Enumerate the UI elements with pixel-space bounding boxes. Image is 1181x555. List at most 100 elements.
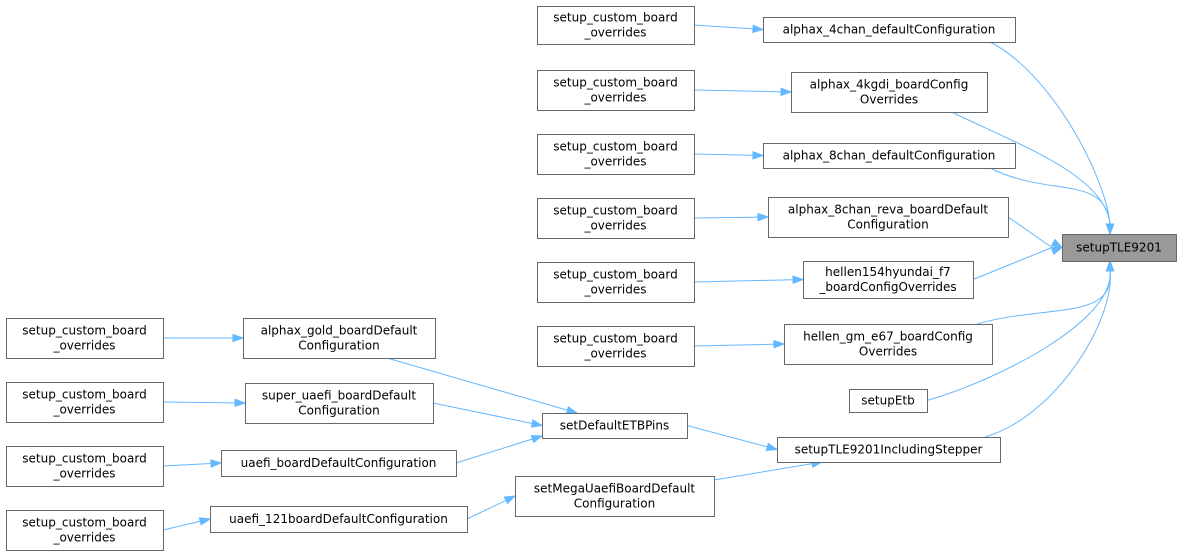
node-hellen-gm[interactable]: hellen_gm_e67_boardConfigOverrides — [784, 324, 993, 365]
node-label: setupTLE9201IncludingStepper — [795, 443, 983, 457]
edge-setDefaultETBPins-to-setupTLE9201Stepper — [686, 425, 779, 451]
edge-line — [386, 357, 578, 414]
node-label: setup_custom_board — [553, 268, 677, 282]
edge-line — [693, 216, 769, 219]
edge-setupTLE9201Stepper-to-setupTLE9201 — [984, 259, 1115, 438]
node-super-uaefi[interactable]: super_uaefi_boardDefaultConfiguration — [245, 383, 434, 424]
node-label: Configuration — [574, 497, 655, 511]
node-label: Configuration — [298, 404, 379, 418]
arrowhead — [503, 495, 517, 505]
node-hellen154[interactable]: hellen154hyundai_f7_boardConfigOverrides — [803, 261, 974, 299]
arrowhead — [565, 405, 579, 415]
edge-line — [1007, 216, 1053, 248]
arrowhead — [234, 398, 247, 408]
node-label: Configuration — [847, 218, 928, 232]
nodes-layer: setupTLE9201 alphax_4chan_defaultConfigur… — [6, 6, 1177, 551]
node-scbo-7[interactable]: setup_custom_board_overrides — [6, 318, 164, 359]
node-uaefi-board[interactable]: uaefi_boardDefaultConfiguration — [221, 450, 457, 477]
edge-line — [693, 279, 804, 283]
arrowhead — [752, 150, 765, 160]
node-box — [537, 262, 695, 303]
edge-line — [455, 435, 543, 464]
node-label: alphax_gold_boardDefault — [261, 324, 418, 338]
node-box — [537, 326, 695, 367]
node-setDefaultETBPins[interactable]: setDefaultETBPins — [542, 413, 688, 439]
node-label: setupEtb — [861, 394, 914, 408]
edge-line — [432, 402, 543, 426]
edge-line — [686, 425, 778, 450]
arrowhead — [780, 87, 793, 97]
node-label: super_uaefi_boardDefault — [262, 389, 416, 403]
node-box — [777, 437, 1001, 463]
node-alphax-gold[interactable]: alphax_gold_boardDefaultConfiguration — [243, 318, 436, 359]
edge-uaefi-121-to-setMegaUaefi — [466, 495, 517, 520]
node-uaefi-121[interactable]: uaefi_121boardDefaultConfiguration — [210, 506, 468, 533]
arrowhead — [530, 419, 544, 428]
node-scbo-6[interactable]: setup_custom_board_overrides — [537, 326, 695, 367]
edge-line — [976, 270, 1111, 325]
edge-scbo-5-to-hellen154 — [693, 275, 805, 285]
node-label: _overrides — [583, 347, 646, 361]
edge-hellen154-to-setupTLE9201 — [972, 246, 1064, 280]
node-alphax-8chan[interactable]: alphax_8chan_defaultConfiguration — [763, 143, 1016, 169]
node-alphax-4kgdi[interactable]: alphax_4kgdi_boardConfigOverrides — [791, 72, 988, 113]
arrowhead — [1050, 238, 1064, 249]
node-setupEtb[interactable]: setupEtb — [849, 389, 928, 413]
node-label: _overrides — [583, 219, 646, 233]
arrowhead — [530, 435, 544, 444]
node-scbo-5[interactable]: setup_custom_board_overrides — [537, 262, 695, 303]
node-scbo-3[interactable]: setup_custom_board_overrides — [537, 134, 695, 175]
node-alphax-4chan[interactable]: alphax_4chan_defaultConfiguration — [763, 17, 1016, 43]
node-label: Configuration — [298, 339, 379, 353]
node-label: setup_custom_board — [22, 324, 146, 338]
node-scbo-9[interactable]: setup_custom_board_overrides — [6, 446, 164, 487]
edge-alphax-8chan-to-setupTLE9201 — [989, 167, 1115, 236]
edge-scbo-2-to-alphax-4kgdi — [693, 87, 793, 97]
node-scbo-4[interactable]: setup_custom_board_overrides — [537, 198, 695, 239]
edge-line — [693, 89, 792, 93]
node-box — [537, 70, 695, 111]
edge-scbo-9-to-uaefi-board — [162, 459, 223, 468]
node-label: _overrides — [583, 91, 646, 105]
node-alphax-8chan-reva[interactable]: alphax_8chan_reva_boardDefaultConfigurat… — [768, 197, 1009, 238]
edge-line — [693, 343, 785, 347]
node-scbo-10[interactable]: setup_custom_board_overrides — [6, 510, 164, 551]
arrowhead — [765, 442, 779, 451]
node-label: _overrides — [52, 467, 115, 481]
node-box — [537, 134, 695, 175]
node-scbo-2[interactable]: setup_custom_board_overrides — [537, 70, 695, 111]
edge-scbo-4-to-alphax-8chan-reva — [693, 212, 770, 222]
edge-line — [162, 401, 246, 404]
node-label: setMegaUaefiBoardDefault — [534, 482, 696, 496]
edge-uaefi-board-to-setDefaultETBPins — [455, 435, 544, 464]
edge-scbo-8-to-super-uaefi — [162, 398, 247, 408]
node-label: hellen_gm_e67_boardConfig — [803, 330, 973, 344]
arrowhead — [210, 459, 223, 468]
node-label: uaefi_boardDefaultConfiguration — [241, 456, 437, 470]
node-label: _overrides — [583, 283, 646, 297]
node-label: alphax_8chan_defaultConfiguration — [783, 149, 996, 163]
node-box — [6, 318, 164, 359]
edge-line — [926, 270, 1111, 401]
node-box — [768, 197, 1009, 238]
node-box — [210, 506, 468, 533]
arrowhead — [232, 333, 245, 343]
node-label: Overrides — [859, 345, 917, 359]
node-setupTLE9201Stepper[interactable]: setupTLE9201IncludingStepper — [777, 437, 1001, 463]
node-label: alphax_4chan_defaultConfiguration — [783, 23, 996, 37]
node-box — [515, 476, 715, 517]
arrowhead — [1105, 259, 1115, 272]
node-box — [803, 261, 974, 299]
edge-line — [713, 461, 823, 481]
edge-super-uaefi-to-setDefaultETBPins — [432, 402, 544, 428]
node-scbo-1[interactable]: setup_custom_board_overrides — [537, 6, 695, 45]
node-label: _overrides — [583, 155, 646, 169]
edge-scbo-10-to-uaefi-121 — [162, 517, 212, 531]
node-box — [542, 413, 688, 439]
node-scbo-8[interactable]: setup_custom_board_overrides — [6, 382, 164, 423]
arrowhead — [198, 517, 212, 526]
node-box — [243, 318, 436, 359]
node-setupTLE9201[interactable]: setupTLE9201 — [1062, 234, 1177, 262]
